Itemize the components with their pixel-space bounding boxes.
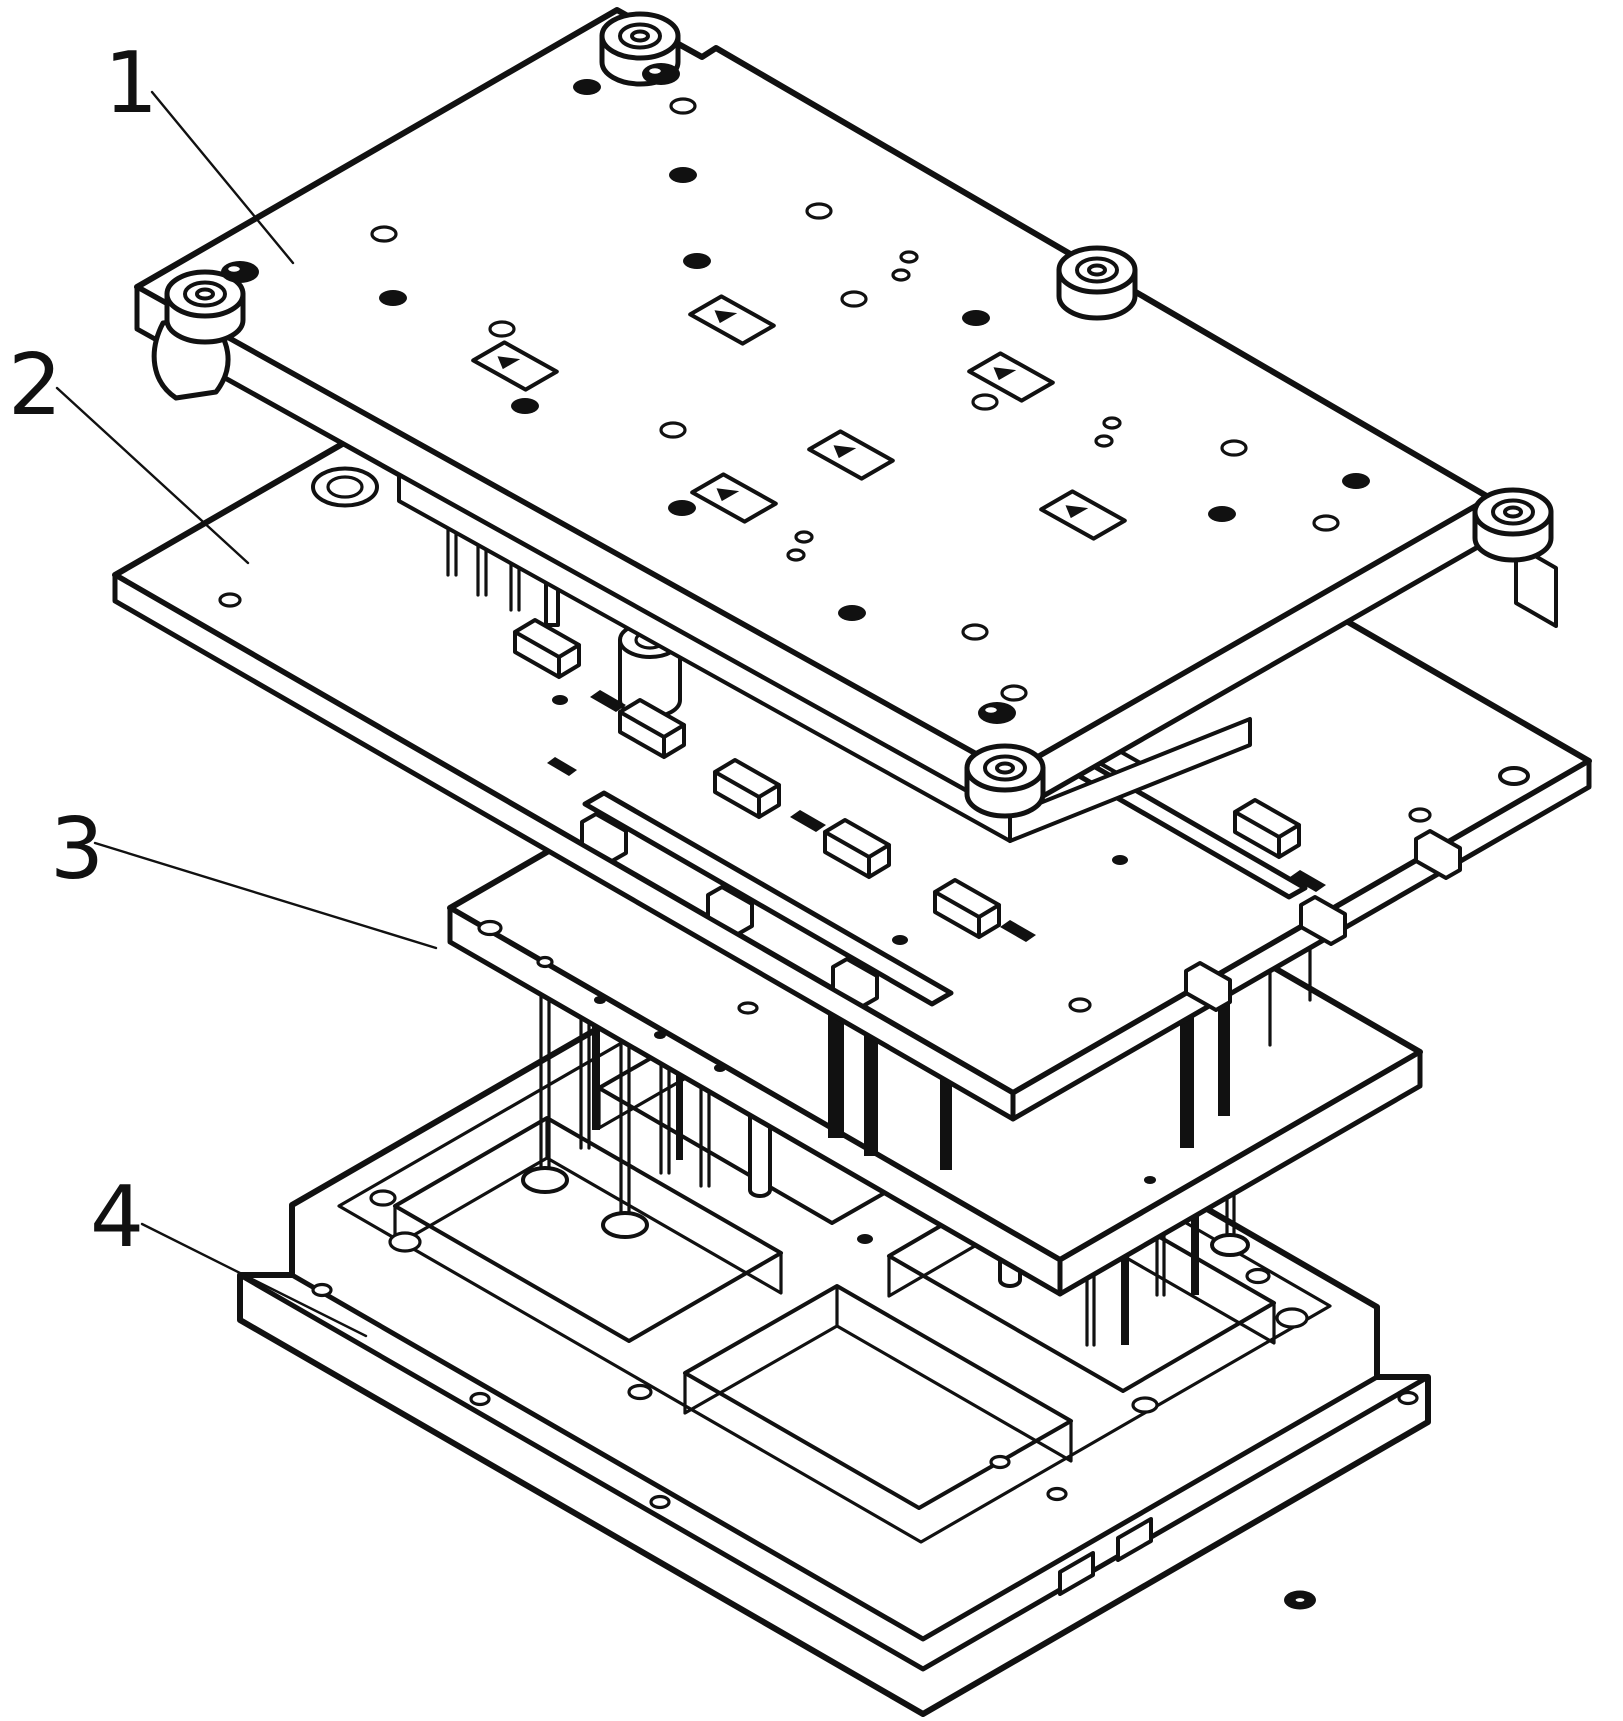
part-label-4: 4 [90,1168,144,1267]
part-labels: 1 2 3 4 [8,34,438,1338]
corner-tab [1514,543,1558,628]
plate-1-holes [370,97,1340,702]
base-center-hole [857,1234,873,1244]
mounting-rail [582,790,954,1007]
guide-boss [164,269,246,345]
part-label-2: 2 [8,336,62,435]
plate-1 [134,7,1558,843]
leader-line-2 [55,386,250,565]
guide-boss [964,743,1046,819]
guide-boss [1472,487,1554,563]
part-label-1: 1 [104,34,158,133]
guide-bushing [311,466,379,508]
plate-2-edge-tabs [580,812,1462,1012]
part-label-3: 3 [50,800,104,899]
base-pocket [393,1116,783,1343]
base-pocket [683,1284,1073,1510]
guide-boss [1056,245,1138,321]
leader-line-4 [140,1222,368,1338]
base-edge-tabs [1058,1517,1153,1596]
plate-1-dark-holes [221,63,1370,724]
leader-line-3 [93,841,438,950]
plate-1-cutouts [471,294,1127,541]
leader-line-1 [150,90,295,265]
plate-2-holes [218,592,1530,1015]
base-flange-holes [311,1282,1419,1610]
